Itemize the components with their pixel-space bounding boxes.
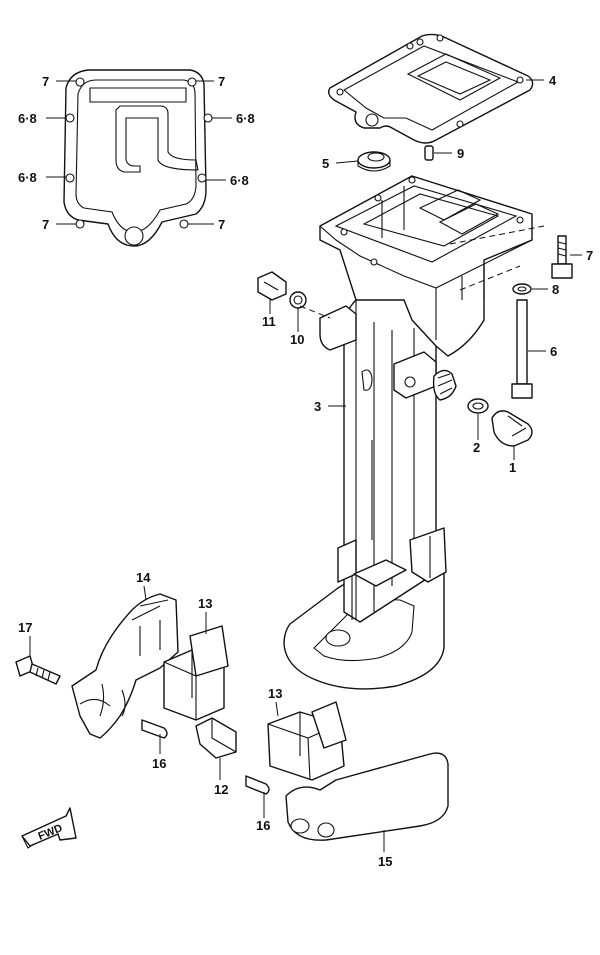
- callout-7-left-bottom: 7: [42, 217, 49, 232]
- callout-6-8-right-upper: 6·8: [236, 111, 255, 126]
- callout-7-left-top: 7: [42, 74, 49, 89]
- callout-7-right-bottom: 7: [218, 217, 225, 232]
- leader-lines: [29, 79, 582, 852]
- mount-bracket: [71, 593, 179, 739]
- callout-17: 17: [18, 620, 32, 635]
- callout-10: 10: [290, 332, 304, 347]
- callout-6-8-left-lower: 6·8: [18, 170, 37, 185]
- callout-2: 2: [473, 440, 480, 455]
- callout-14: 14: [136, 570, 151, 585]
- pin: [141, 719, 168, 739]
- gasket-isometric: [327, 33, 534, 144]
- long-bolt: [511, 299, 533, 399]
- callout-15: 15: [378, 854, 392, 869]
- rubber-mount: [163, 625, 229, 721]
- rubber-mount-lower: [267, 701, 347, 781]
- driveshaft-housing: [283, 175, 533, 690]
- gasket-top-view: [63, 69, 213, 247]
- lower-cover: [285, 752, 449, 841]
- callout-1: 1: [509, 460, 516, 475]
- clamp-plate: [195, 717, 237, 759]
- callout-9: 9: [457, 146, 464, 161]
- dowel-pin: [424, 145, 434, 161]
- callout-3: 3: [314, 399, 321, 414]
- callout-4: 4: [549, 73, 557, 88]
- plug-gasket: [467, 398, 489, 414]
- pin-lower: [245, 775, 270, 795]
- forward-arrow-icon: FWD: [21, 807, 77, 849]
- screw-plug: [257, 271, 287, 301]
- callout-5: 5: [322, 156, 329, 171]
- callout-12: 12: [214, 782, 228, 797]
- flange-bolt: [551, 235, 573, 279]
- plug-washer: [289, 291, 307, 309]
- callout-7-right-top: 7: [218, 74, 225, 89]
- hex-bolt: [15, 655, 61, 685]
- callout-8: 8: [552, 282, 559, 297]
- callout-13-lower: 13: [268, 686, 282, 701]
- callout-7-bolt: 7: [586, 248, 593, 263]
- callout-16-lower: 16: [256, 818, 270, 833]
- callout-13-upper: 13: [198, 596, 212, 611]
- callout-6: 6: [550, 344, 557, 359]
- callout-11: 11: [262, 314, 276, 329]
- callout-6-8-right-lower: 6·8: [230, 173, 249, 188]
- oil-seal: [357, 151, 391, 172]
- callout-labels: 7 7 6·8 6·8 6·8 6·8 7 7 4 5 9 7 8 6 11 1…: [18, 73, 593, 869]
- drain-plug: [491, 410, 533, 447]
- callout-16-left: 16: [152, 756, 166, 771]
- callout-6-8-left-upper: 6·8: [18, 111, 37, 126]
- washer: [512, 283, 532, 295]
